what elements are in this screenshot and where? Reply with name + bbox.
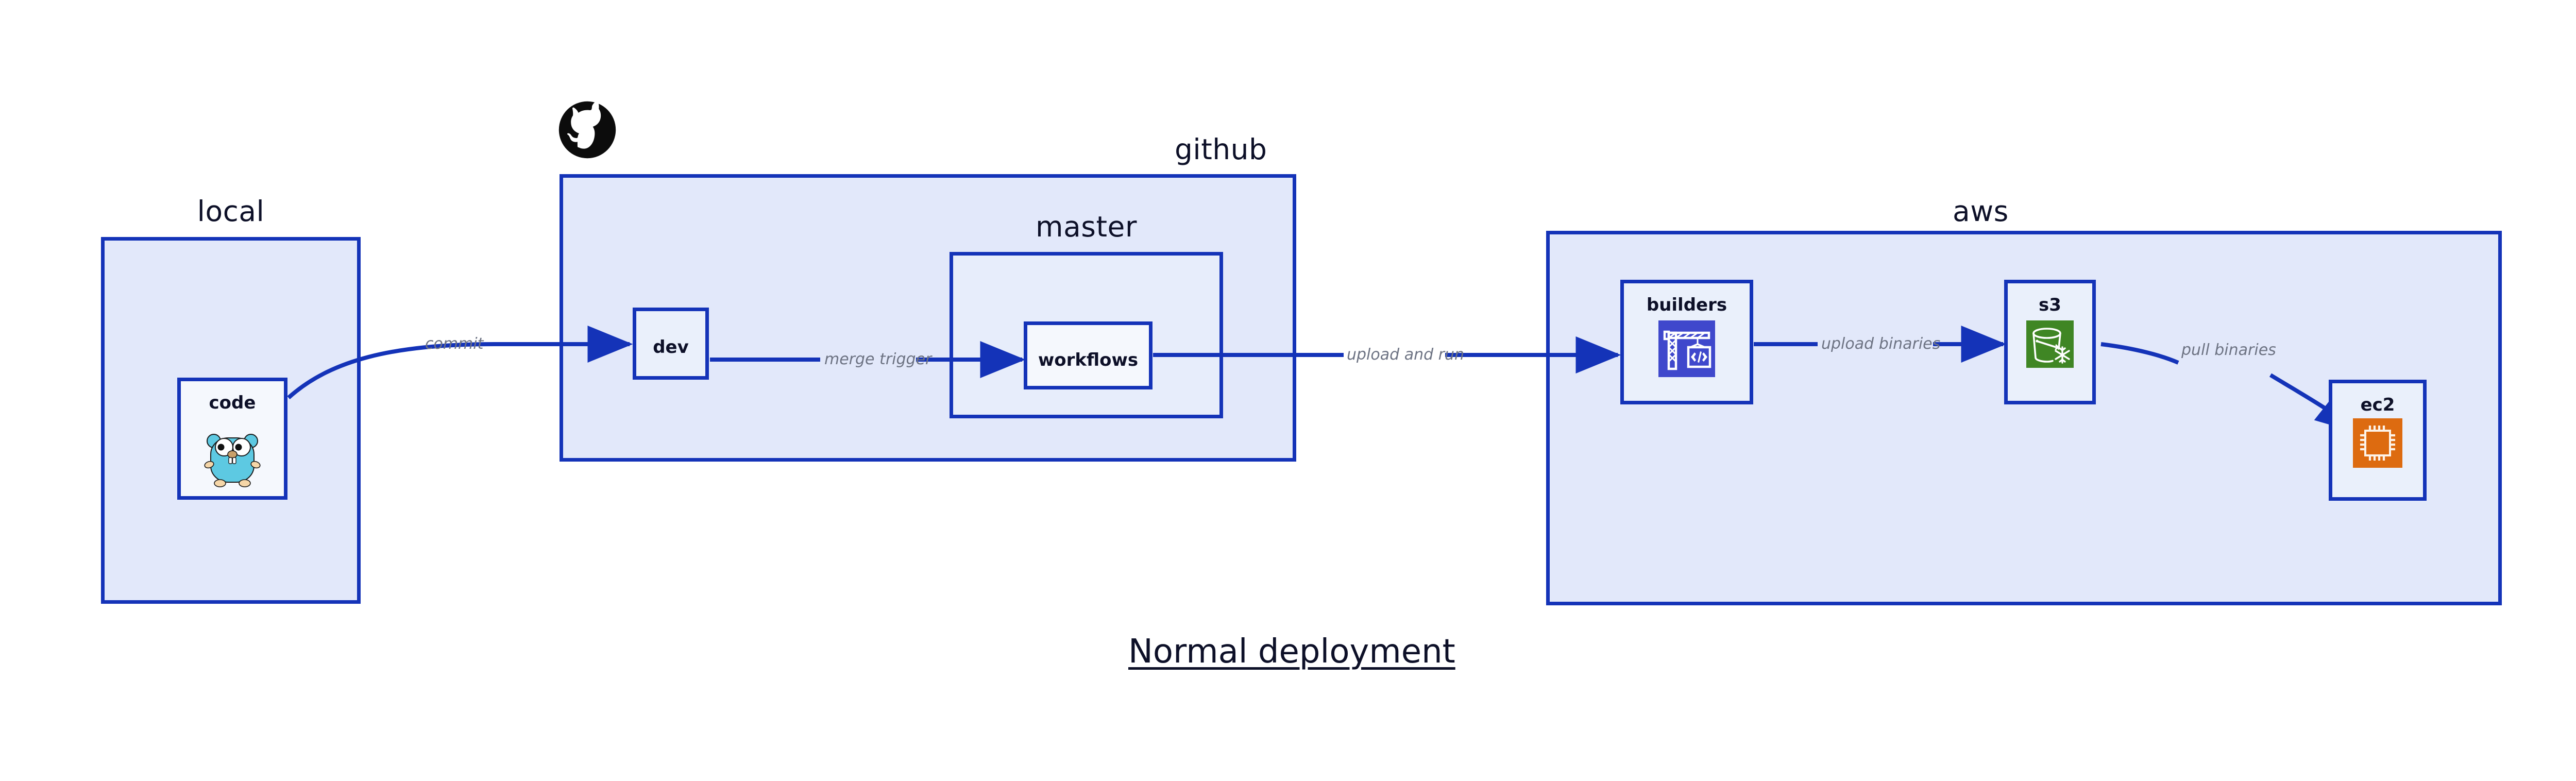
group-master-title: master	[1036, 210, 1137, 243]
edge-label-upload-and-run: upload and run	[1347, 346, 1465, 364]
edge-commit-line	[287, 342, 565, 399]
group-github-title: github	[1175, 133, 1267, 166]
node-dev[interactable]: dev	[633, 308, 709, 380]
edge-label-pull-binaries: pull binaries	[2181, 341, 2276, 359]
node-workflows[interactable]: workflows	[1024, 321, 1153, 389]
aws-ec2-icon	[2353, 418, 2402, 468]
node-workflows-label: workflows	[1038, 350, 1139, 370]
node-code[interactable]: code	[177, 378, 287, 500]
group-aws-title: aws	[1953, 195, 2009, 228]
group-local-title: local	[197, 195, 265, 228]
aws-codebuild-icon	[1658, 320, 1715, 377]
edge-pull-binaries-line	[2100, 342, 2179, 365]
aws-s3-glacier-icon	[2026, 320, 2074, 368]
go-gopher-icon	[202, 422, 262, 487]
node-code-label: code	[209, 393, 256, 413]
node-ec2[interactable]: ec2	[2329, 380, 2427, 501]
edge-label-merge-trigger: merge trigger	[824, 350, 932, 368]
node-ec2-label: ec2	[2360, 395, 2395, 415]
node-s3-label: s3	[2039, 295, 2061, 315]
node-s3[interactable]: s3	[2004, 280, 2096, 404]
node-builders[interactable]: builders	[1620, 280, 1753, 404]
diagram-title: Normal deployment	[1128, 633, 1455, 671]
edge-label-commit: commit	[425, 335, 484, 353]
github-octocat-logo	[556, 99, 618, 161]
edge-label-upload-binaries: upload binaries	[1821, 335, 1941, 353]
node-builders-label: builders	[1646, 295, 1727, 315]
node-dev-label: dev	[653, 337, 689, 358]
